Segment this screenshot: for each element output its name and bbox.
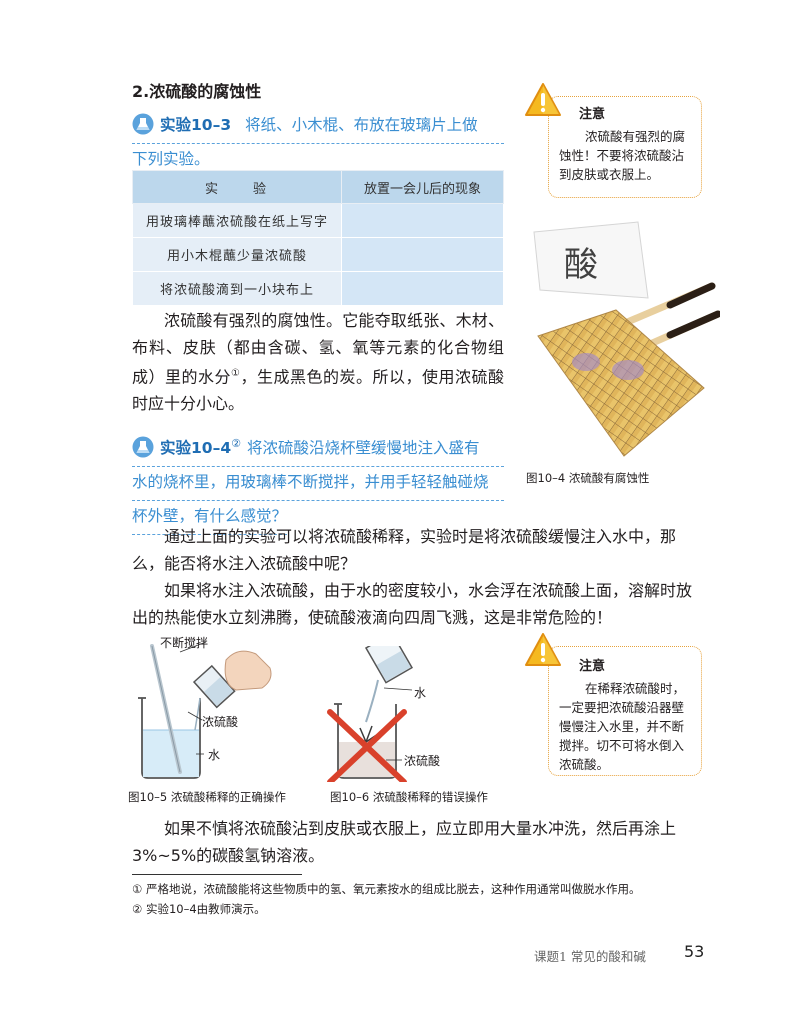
experiment-text-line2: 下列实验。 <box>132 150 210 168</box>
table-cell-experiment: 用小木棍蘸少量浓硫酸 <box>132 237 342 272</box>
paragraph-danger: 如果将水注入浓硫酸，由于水的密度较小，水会浮在浓硫酸上面，溶解时放出的热能使水立… <box>132 581 693 627</box>
paper-char: 酸 <box>564 245 598 285</box>
figure-10-4-caption: 图10–4 浓硫酸有腐蚀性 <box>526 471 650 485</box>
caution-note-2: 注意 在稀释浓硫酸时，一定要把浓硫酸沿器壁慢慢注入水里，并不断搅拌。切不可将水倒… <box>548 646 702 776</box>
experiment-table: 实 验 放置一会儿后的现象 用玻璃棒蘸浓硫酸在纸上写字 用小木棍蘸少量浓硫酸 将… <box>132 170 504 306</box>
footnote-marker-2: ② <box>231 437 241 450</box>
label-water: 水 <box>208 748 221 762</box>
table-row: 用玻璃棒蘸浓硫酸在纸上写字 <box>132 203 504 238</box>
note-title: 注意 <box>579 659 606 674</box>
figure-10-5-illustration <box>138 641 272 779</box>
table-cell-experiment: 用玻璃棒蘸浓硫酸在纸上写字 <box>132 203 342 238</box>
figure-10-4-illustration: 酸 <box>533 221 720 457</box>
paragraph-first-aid: 如果不慎将浓硫酸沾到皮肤或衣服上，应立即用大量水冲洗，然后再涂上3%~5%的碳酸… <box>132 819 677 865</box>
table-row: 用小木棍蘸少量浓硫酸 <box>132 237 504 272</box>
page-footer: 课题1 常见的酸和碱 <box>534 949 646 964</box>
footnote-divider <box>132 874 302 875</box>
figure-10-5-caption: 图10–5 浓硫酸稀释的正确操作 <box>128 790 286 804</box>
experiment-10-3-heading: 实验10–3 将纸、小木棍、布放在玻璃片上做 下列实验。 <box>132 110 504 178</box>
label-acid: 浓硫酸 <box>202 715 239 729</box>
note-title: 注意 <box>579 107 606 122</box>
table-cell-result <box>341 237 504 272</box>
paper-sheet <box>533 221 649 299</box>
experiment-10-4-heading: 实验10–4② 将浓硫酸沿烧杯壁缓慢地注入盛有 水的烧杯里，用玻璃棒不断搅拌，并用… <box>132 428 504 536</box>
experiment-text-line1: 将纸、小木棍、布放在玻璃片上做 <box>245 116 478 134</box>
paragraph-dilution: 通过上面的实验可以将浓硫酸稀释，实验时是将浓硫酸缓慢注入水中，那么，能否将水注入… <box>132 527 677 573</box>
table-header-experiment: 实 验 <box>132 170 342 204</box>
experiment-beaker-icon <box>132 113 154 135</box>
table-cell-experiment: 将浓硫酸滴到一小块布上 <box>132 271 342 306</box>
note-text: 浓硫酸有强烈的腐蚀性！不要将浓硫酸沾到皮肤或衣服上。 <box>559 129 686 182</box>
table-row: 将浓硫酸滴到一小块布上 <box>132 271 504 306</box>
warning-icon <box>525 633 561 666</box>
warning-icon <box>525 83 561 116</box>
experiment-text-line2: 水的烧杯里，用玻璃棒不断搅拌，并用手轻轻触碰烧 <box>132 473 489 492</box>
figure-10-6-caption: 图10–6 浓硫酸稀释的错误操作 <box>330 790 488 804</box>
cloth <box>537 309 705 457</box>
experiment-text-line1: 将浓硫酸沿烧杯壁缓慢地注入盛有 <box>246 439 480 458</box>
section-title: 2.浓硫酸的腐蚀性 <box>132 82 262 101</box>
experiment-beaker-icon <box>132 436 154 458</box>
experiment-label: 实验10–4 <box>160 439 232 458</box>
footnote-1: ① 严格地说，浓硫酸能将这些物质中的氢、氧元素按水的组成比脱去，这种作用通常叫做… <box>132 882 641 896</box>
figure-10-6-illustration <box>327 646 414 782</box>
label-acid: 浓硫酸 <box>404 754 441 768</box>
table-cell-result <box>341 203 504 238</box>
caution-note-1: 注意 浓硫酸有强烈的腐蚀性！不要将浓硫酸沾到皮肤或衣服上。 <box>548 96 702 198</box>
footnote-marker-1: ① <box>231 368 241 379</box>
experiment-text-line3: 杯外壁，有什么感觉？ <box>132 507 288 526</box>
footnote-2: ② 实验10–4由教师演示。 <box>132 902 266 916</box>
paragraph-corrosion: 浓硫酸有强烈的腐蚀性。它能夺取纸张、木材、布料、皮肤（都由含碳、氢、氧等元素的化… <box>132 311 504 413</box>
label-stir: 不断搅拌 <box>160 636 209 650</box>
note-text: 在稀释浓硫酸时，一定要把浓硫酸沿器壁慢慢注入水里，并不断搅拌。切不可将水倒入浓硫… <box>559 681 686 772</box>
label-water: 水 <box>414 686 427 700</box>
experiment-label: 实验10–3 <box>160 116 232 134</box>
table-cell-result <box>341 271 504 306</box>
table-header-result: 放置一会儿后的现象 <box>341 170 504 204</box>
page-number: 53 <box>684 942 705 961</box>
